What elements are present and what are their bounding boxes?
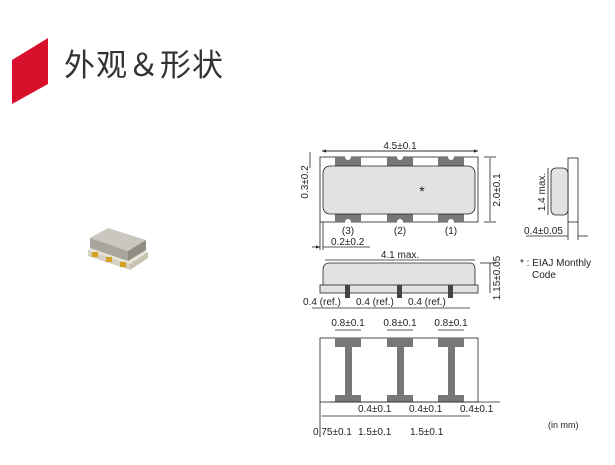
pitch-dimension: 1.5±0.1 (410, 427, 444, 438)
pad-dimension: 0.8±0.1 (434, 318, 468, 329)
gap-dimension: 0.4±0.1 (409, 404, 443, 415)
unit-label: (in mm) (548, 420, 579, 430)
marking-symbol: * (419, 183, 425, 199)
edge-dimension: 0.3±0.2 (300, 165, 311, 199)
side-thickness-dimension: 0.4±0.05 (524, 226, 563, 237)
length-dimension: 4.1 max. (381, 250, 419, 261)
page-title: 外观＆形状 (64, 48, 224, 84)
pin-label: (3) (342, 226, 354, 237)
height-dimension: 2.0±0.1 (492, 173, 503, 207)
product-photo (88, 228, 148, 270)
front-height-dimension: 1.15±0.05 (492, 255, 503, 300)
pitch-dimension: 0.75±0.1 (313, 427, 352, 438)
ref-dimension: 0.4 (ref.) (356, 297, 394, 308)
gap-dimension: 0.4±0.1 (460, 404, 494, 415)
width-dimension: 4.5±0.1 (383, 141, 417, 152)
pin-label: (2) (394, 226, 406, 237)
gap-dimension: 0.4±0.1 (358, 404, 392, 415)
side-height-dimension: 1.4 max. (537, 173, 548, 211)
note-line1: * : EIAJ Monthly (520, 258, 591, 269)
pitch-dimension: 1.5±0.1 (358, 427, 392, 438)
ref-dimension: 0.4 (ref.) (303, 297, 341, 308)
pin-label: (1) (445, 226, 457, 237)
brand-icon (12, 38, 48, 104)
pad-dimension: 0.8±0.1 (383, 318, 417, 329)
offset-dimension: 0.2±0.2 (331, 237, 365, 248)
ref-dimension: 0.4 (ref.) (408, 297, 446, 308)
pad-dimension: 0.8±0.1 (331, 318, 365, 329)
note-line2: Code (532, 270, 556, 281)
